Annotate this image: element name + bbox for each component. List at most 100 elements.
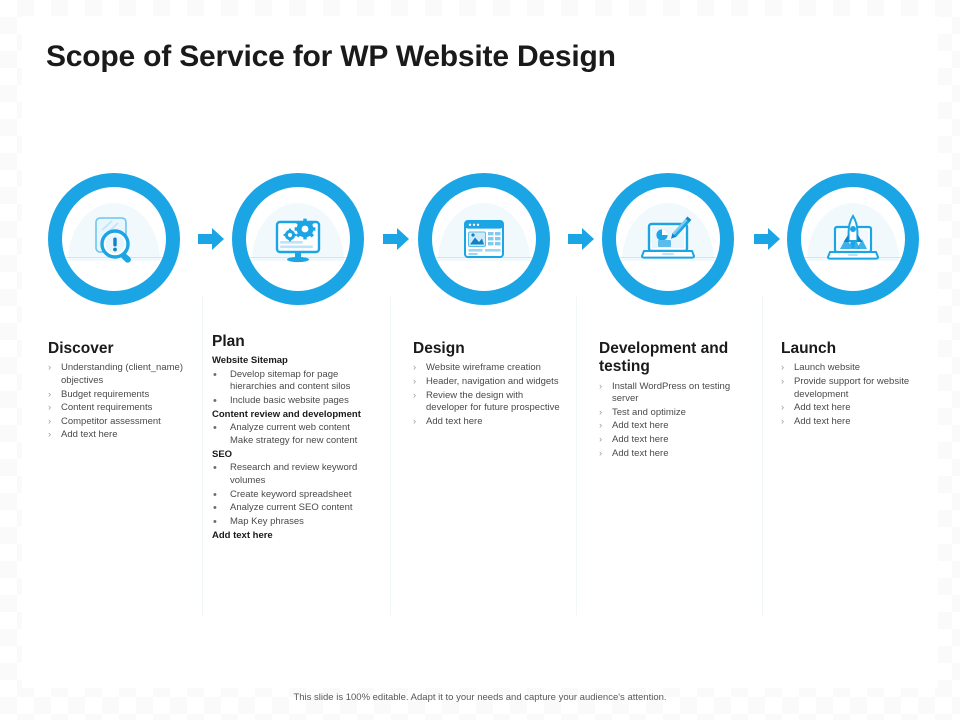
list-item: › Header, navigation and widgets [413,376,563,389]
column-divider-1 [202,296,203,616]
dot-marker-icon: • [213,502,217,515]
stage-circle-design[interactable] [418,173,550,305]
stage-circle-development[interactable] [602,173,734,305]
chevron-marker-icon: › [599,420,603,432]
list-item-text: Understanding (client_name) objectives [61,362,183,386]
chevron-marker-icon: › [781,415,785,427]
browser-wireframe-icon [464,220,504,258]
stage-circle-discover[interactable] [48,173,180,305]
dot-marker-icon: • [213,462,217,475]
stage-column-plan: Plan Website Sitemap •Develop sitemap fo… [212,333,387,543]
slide-footer-note: This slide is 100% editable. Adapt it to… [293,692,667,703]
list-item-text: Add text here [794,415,851,427]
stage-list-plan-seo: • Research and review keyword volumes • C… [212,462,387,528]
list-item-text: Budget requirements [61,388,150,400]
list-item-text: Add text here [426,415,483,427]
list-item: › Add text here [599,420,754,433]
list-item-text: Launch website [794,362,861,374]
list-item: › Add text here [413,416,563,429]
list-item-text: Add text here [612,420,669,432]
stage-heading-launch: Launch [781,340,837,357]
stage-circle-inner [616,187,720,291]
stage-heading-development: Development and testing [599,340,729,376]
stage-column-development: Development and testing ›Install WordPre… [599,340,754,461]
magnifier-document-alert-icon [95,217,131,263]
column-divider-2 [390,296,391,616]
list-item-text: Website wireframe creation [426,362,541,374]
dot-marker-icon: • [213,515,217,528]
list-item: › Add text here [599,448,754,461]
stage-column-design: Design › Website wireframe creation › Head… [413,340,563,429]
list-item: › Understanding (client_name) objectives [48,362,198,387]
chevron-marker-icon: › [413,389,417,401]
stage-heading-discover: Discover [48,340,114,357]
chevron-marker-icon: › [413,375,417,387]
list-item: › Launch website [781,362,931,375]
column-divider-3 [576,296,577,616]
list-item-text: Provide support for website development [794,375,910,400]
stage-circle-launch[interactable] [787,173,919,305]
list-item-text: Analyze current SEO content [230,502,353,514]
chevron-marker-icon: › [781,362,785,374]
list-item: • Map Key phrases [212,516,387,529]
list-item: • Research and review keyword volumes [212,462,387,487]
column-divider-4 [762,296,763,616]
chevron-marker-icon: › [48,362,52,374]
chevron-marker-icon: › [599,447,603,459]
chevron-marker-icon: › [413,415,417,427]
subheading-website-sitemap: Website Sitemap [212,355,288,367]
list-item-text: Content requirements [61,402,153,414]
chevron-marker-icon: › [48,388,52,400]
stage-list-design: › Website wireframe creation › Header, nav… [413,362,563,428]
list-item: Make strategy for new content [212,435,387,448]
dot-marker-icon: • [213,368,217,381]
stage-column-discover: Discover › Understanding (client_name) ob… [48,340,198,443]
chevron-marker-icon: › [781,375,785,387]
list-item: ›Install WordPress on testing server [599,381,754,406]
list-item-text: Map Key phrases [230,515,304,527]
list-item-text: Create keyword spreadsheet [230,488,352,500]
stage-circle-inner [432,187,536,291]
list-item-text: Add text here [612,447,669,459]
list-item-text: Add text here [612,434,669,446]
list-item-text: Add text here [794,402,851,414]
list-item-text: Develop sitemap for page hierarchies and… [230,368,351,393]
right-arrow-icon-1 [198,228,224,250]
dot-marker-icon: • [213,488,217,501]
list-item-text: Add text here [61,429,118,441]
chevron-marker-icon: › [48,402,52,414]
stage-list-development: ›Install WordPress on testing server ›Te… [599,381,754,461]
stage-circle-plan[interactable] [232,173,364,305]
stage-circle-inner [801,187,905,291]
list-item-text: Review the design with developer for fut… [426,389,560,414]
list-item: › Content requirements [48,402,198,415]
list-item: › Budget requirements [48,389,198,402]
chevron-marker-icon: › [413,362,417,374]
stage-circle-inner [246,187,350,291]
stage-column-launch: Launch › Launch website › Provide support … [781,340,931,429]
list-item: • Develop sitemap for page hierarchies an… [212,369,387,394]
subheading-content-review: Content review and development [212,408,361,420]
stage-heading-design: Design [413,340,465,357]
list-item-text: Header, navigation and widgets [426,375,559,387]
list-item-text: Competitor assessment [61,415,161,427]
list-item: › Add text here [781,416,931,429]
chevron-marker-icon: › [599,406,603,418]
page-title: Scope of Service for WP Website Design [46,40,616,73]
dot-marker-icon: • [213,421,217,434]
list-item-text: Research and review keyword volumes [230,462,358,487]
right-arrow-icon-2 [383,228,409,250]
list-item: › Review the design with developer for fu… [413,390,563,415]
list-item: › Website wireframe creation [413,362,563,375]
laptop-rocket-icon [826,214,880,260]
list-item: ›Competitor assessment [48,416,198,429]
subheading-seo: SEO [212,449,233,461]
list-item: ›Add text here [781,402,931,415]
chevron-marker-icon: › [599,434,603,446]
list-item: › Add text here [599,434,754,447]
stage-list-discover: ›Understanding (client_name) objectives … [48,362,198,442]
list-item: › Provide support for website development [781,376,931,401]
list-item-text: Analyze current web content [230,421,350,433]
stage-circle-inner [62,187,166,291]
